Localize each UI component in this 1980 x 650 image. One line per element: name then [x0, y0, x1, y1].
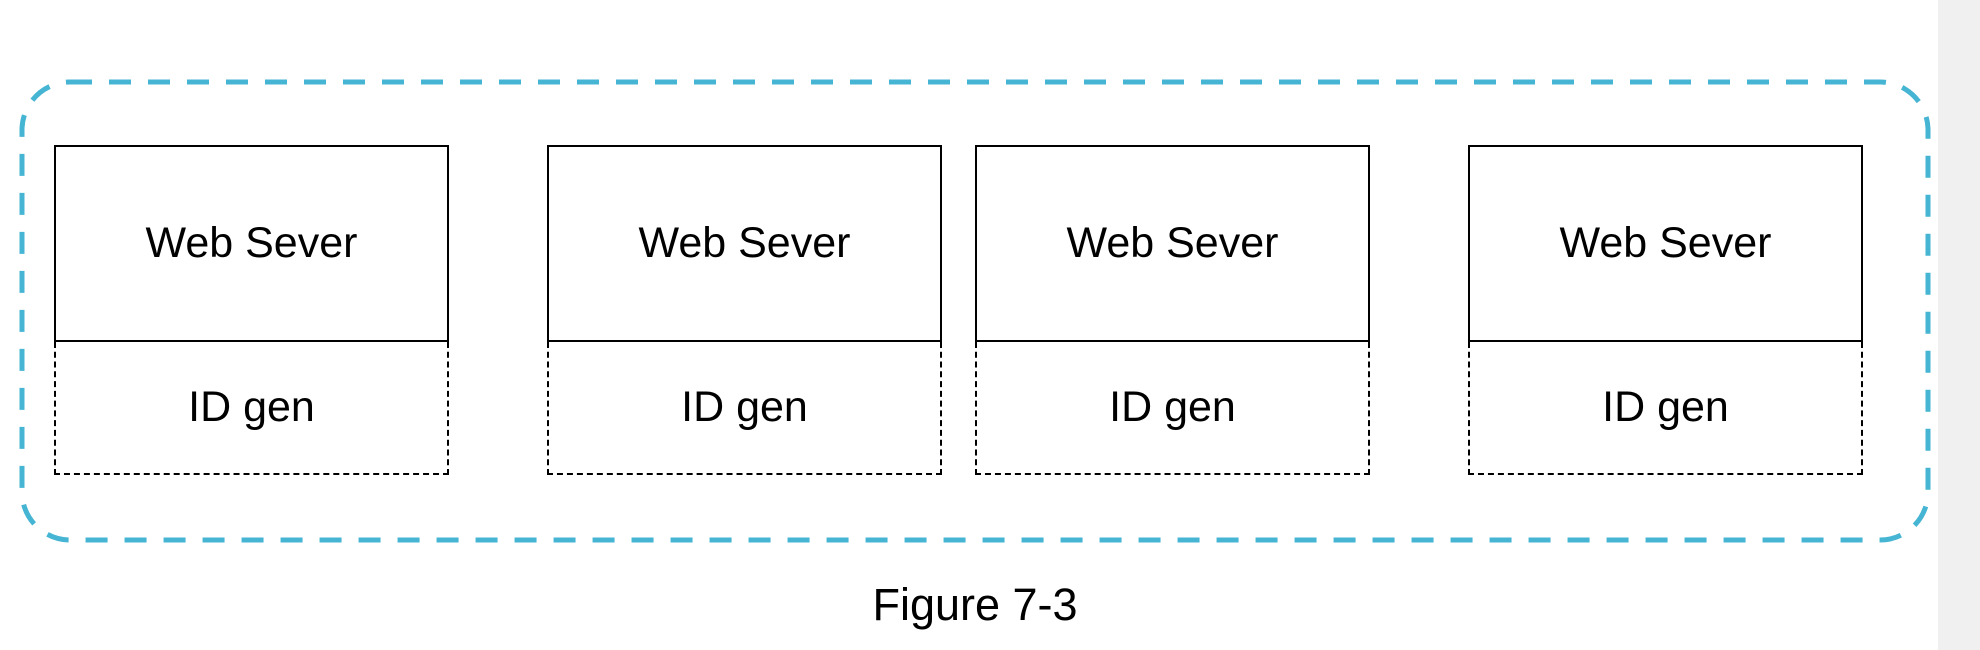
id-gen-label: ID gen — [1109, 383, 1236, 431]
web-server-label: Web Sever — [1559, 219, 1772, 267]
figure-caption: Figure 7-3 — [872, 579, 1078, 630]
id-gen-box: ID gen — [547, 342, 942, 475]
web-server-box: Web Sever — [54, 145, 449, 342]
web-server-box: Web Sever — [1468, 145, 1863, 342]
web-server-box: Web Sever — [547, 145, 942, 342]
web-server-label: Web Sever — [638, 219, 851, 267]
page-edge-strip — [1938, 0, 1980, 650]
id-gen-box: ID gen — [1468, 342, 1863, 475]
id-gen-box: ID gen — [975, 342, 1370, 475]
id-gen-label: ID gen — [188, 383, 315, 431]
web-server-box: Web Sever — [975, 145, 1370, 342]
id-gen-label: ID gen — [1602, 383, 1729, 431]
id-gen-box: ID gen — [54, 342, 449, 475]
web-server-label: Web Sever — [1066, 219, 1279, 267]
web-server-label: Web Sever — [145, 219, 358, 267]
id-gen-label: ID gen — [681, 383, 808, 431]
